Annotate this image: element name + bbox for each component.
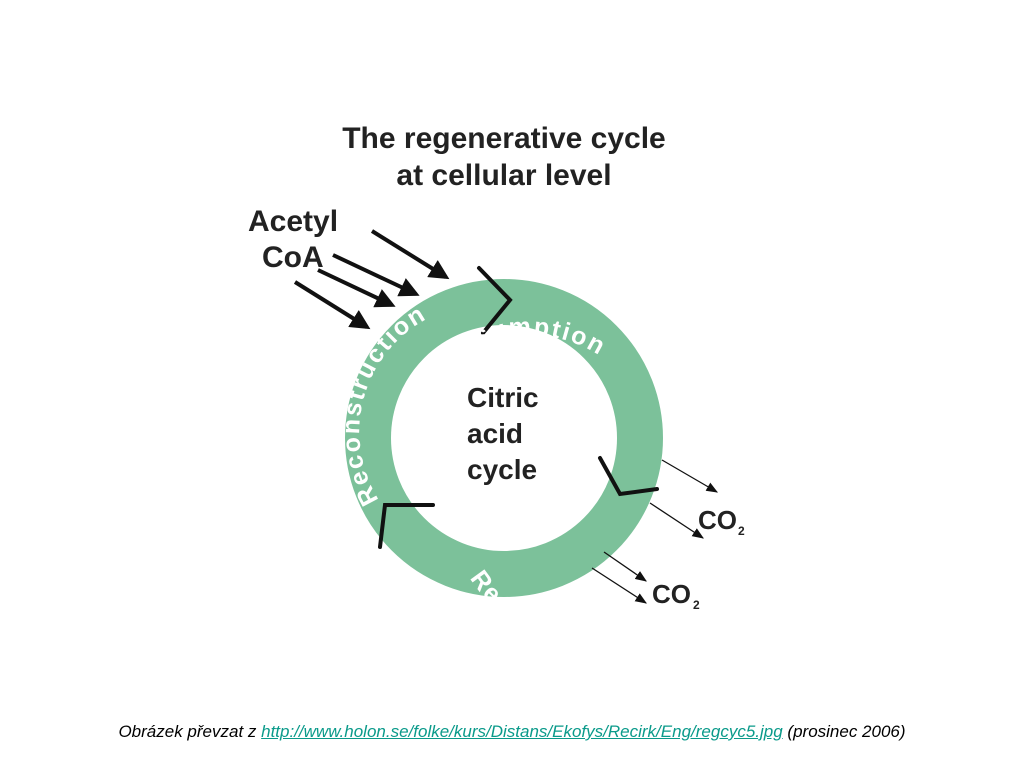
input-arrow [370, 229, 450, 280]
output-arrow [649, 502, 704, 539]
svg-text:2: 2 [693, 598, 700, 612]
input-arrow [332, 253, 420, 297]
caption-suffix: (prosinec 2006) [782, 722, 906, 741]
caption-prefix: Obrázek převzat z [118, 722, 262, 741]
input-arrow [293, 280, 371, 330]
input-label-coa: CoA [262, 241, 324, 274]
center-label-cycle: cycle [467, 454, 537, 485]
svg-text:CO: CO [698, 505, 737, 535]
diagram-title-line2: at cellular level [396, 159, 611, 192]
divider-recycling-reconstruction [378, 503, 435, 549]
source-link[interactable]: http://www.holon.se/folke/kurs/Distans/E… [261, 722, 783, 741]
divider-reconstruction-consumption [477, 266, 513, 335]
output-arrow [591, 567, 647, 604]
svg-text:2: 2 [738, 524, 745, 538]
svg-text:CO: CO [652, 579, 691, 609]
output-arrows [591, 459, 719, 604]
output-arrow [661, 459, 719, 493]
source-caption: Obrázek převzat z http://www.holon.se/fo… [0, 722, 1024, 742]
center-label-citric: Citric [467, 382, 539, 413]
segment-dividers [378, 266, 659, 549]
diagram-title-line1: The regenerative cycle [342, 122, 666, 155]
input-label-acetyl: Acetyl [248, 205, 338, 238]
input-arrows [293, 229, 450, 330]
divider-consumption-recycling [598, 456, 659, 497]
output-label-co2-lower: CO 2 [652, 579, 700, 612]
output-arrow [603, 551, 647, 582]
cycle-ring [345, 279, 663, 597]
center-label-acid: acid [467, 418, 523, 449]
output-label-co2-upper: CO 2 [698, 505, 745, 538]
input-arrow [317, 268, 396, 308]
